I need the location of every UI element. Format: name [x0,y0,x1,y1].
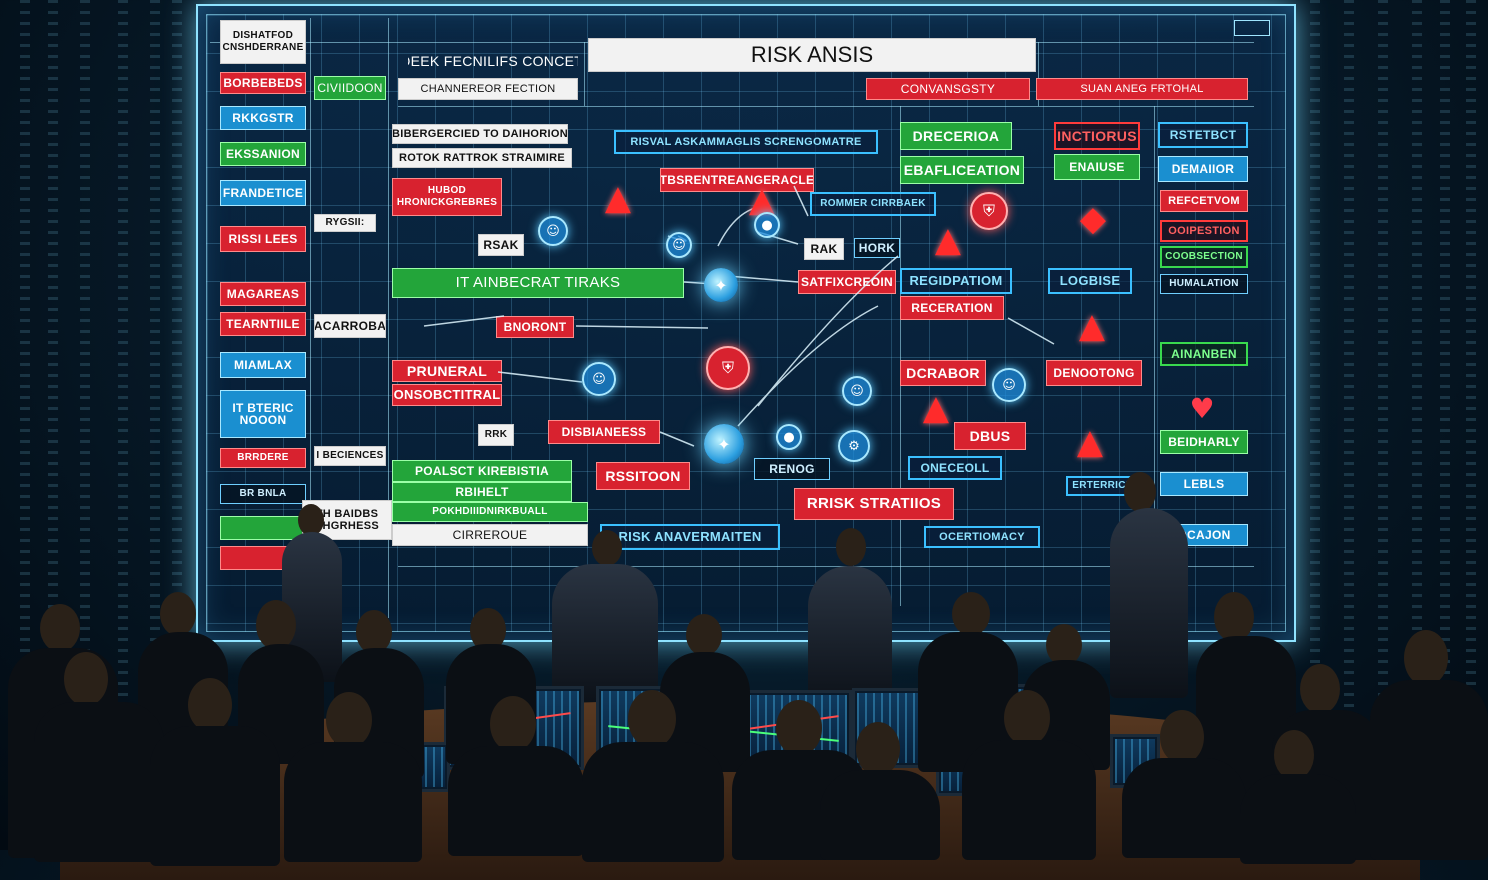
header-left-tile: DISHATFOD CNSHDERRANE [220,20,306,64]
left-item-9[interactable]: IT BTERIC NOOON [220,390,306,438]
left-item-7[interactable]: TEARNTIILE [220,312,306,336]
header-right-tag-2: SUAN ANEG FRTOHAL [1036,78,1248,100]
col2-item-1[interactable]: CIVIIDOON [314,76,386,100]
warning-triangle-icon: ▲ [604,178,632,218]
right-erterricie[interactable]: ERTERRICIE [1066,476,1142,496]
center-rak[interactable]: RAK [804,238,844,260]
window-control-icon [1234,20,1270,36]
warning-triangle-icon: ▲ [1076,422,1104,462]
left-item-2[interactable]: RKKGSTR [220,106,306,130]
person-node-icon: ☺ [582,362,616,396]
person-node-icon: ☺ [666,232,692,258]
shield-warning-icon: ◆ [1079,199,1107,239]
header-right-tag-1: CONVANSGSTY [866,78,1030,100]
col2-item-4[interactable]: I BECIENCES [314,446,386,466]
right-dcrabor[interactable]: DCRABOR [900,360,986,386]
left-item-12[interactable] [220,516,306,540]
left-item-6[interactable]: MAGAREAS [220,282,306,306]
far-right-6[interactable]: HUMALATION [1160,274,1248,294]
far-right-3[interactable]: REFCETVOM [1160,190,1248,212]
person-node-icon: ● [776,424,802,450]
right-denootong[interactable]: DENOOTONG [1046,360,1142,386]
background-data-streams [20,0,1476,850]
warning-triangle-icon: ▲ [1078,306,1106,346]
risk-analysis-display-wall: DISHATFOD CNSHDERRANE DEEK FECNILIFS CON… [196,4,1296,642]
center-hubod[interactable]: HUBOD HRONICKGREBRES [392,178,502,216]
right-onecroll[interactable]: ONECEOLL [908,456,1002,480]
center-rssitoon[interactable]: RSSITOON [596,462,690,490]
center-risk-anav[interactable]: RISK ANAVERMAITEN [600,524,780,550]
shield-icon: ⛨ [970,192,1008,230]
right-enaiuse[interactable]: ENAIUSE [1054,154,1140,180]
far-right-1[interactable]: RSTETBCT [1158,122,1248,148]
left-item-1[interactable]: BORBEBEDS [220,72,306,94]
shield-icon: ⛨ [706,346,750,390]
person-node-icon: ☺ [842,376,872,406]
center-it-ainbecrat[interactable]: IT AINBECRAT TIRAKS [392,268,684,298]
left-item-8[interactable]: MIAMLAX [220,352,306,378]
header-sub-label: CHANNEREOR FECTION [398,78,578,100]
person-node-icon: ⚙ [838,430,870,462]
center-poalsct[interactable]: POALSCT KIREBISTIA [392,460,572,482]
left-item-3[interactable]: EKSSANION [220,142,306,166]
center-rotok[interactable]: ROTOK RATTROK STRAIMIRE [392,148,572,168]
center-rival[interactable]: RISVAL ASKAMMAGLIS SCRENGOMATRE [614,130,878,154]
right-registation[interactable]: REGIDPATIOM [900,268,1012,294]
center-rrisk-strat[interactable]: RRISK STRATIIOS [794,488,954,520]
col2-item-2[interactable]: RYGSII: [314,214,376,232]
warning-triangle-icon: ▲ [922,388,950,428]
far-right-7[interactable]: AINANBEN [1160,342,1248,366]
col2-item-3[interactable]: ACARROBA [314,314,386,338]
warning-triangle-icon: ▲ [934,220,962,260]
globe-network-icon: ✦ [704,424,744,464]
right-logbise[interactable]: LOGBISE [1048,268,1132,294]
center-hork[interactable]: HORK [854,238,900,258]
center-pruneral[interactable]: PRUNERAL [392,360,502,382]
far-right-5[interactable]: COOBSECTION [1160,246,1248,268]
right-dreceierioa[interactable]: DRECERIOA [900,122,1012,150]
center-rbihelt[interactable]: RBIHELT [392,482,572,502]
globe-network-icon: ✦ [704,268,738,302]
center-cirreroue[interactable]: CIRREROUE [392,524,588,546]
center-rsak[interactable]: RSAK [478,234,524,256]
center-reno[interactable]: RENOG [754,458,830,480]
right-receration[interactable]: RECERATION [900,296,1004,320]
center-bibergercied[interactable]: BIBERGERCIED TO DAIHORION [392,124,568,144]
far-right-9[interactable]: LEBLS [1160,472,1248,496]
far-right-4[interactable]: OOIPESTION [1160,220,1248,242]
heart-icon: ♥ [1189,391,1215,425]
center-disbianeess[interactable]: DISBIANEESS [548,420,660,444]
person-node-icon: ● [754,212,780,238]
right-ocertnomacy[interactable]: OCERTIOMACY [924,526,1040,548]
center-onsobctitral[interactable]: ONSOBCTITRAL [392,384,502,406]
center-tbsrent[interactable]: TBSRENTREANGERACLE [660,168,814,192]
page-title: RISK ANSIS [588,38,1036,72]
far-right-2[interactable]: DEMAIIOR [1158,156,1248,182]
person-node-icon: ☺ [538,216,568,246]
left-item-5[interactable]: RISSI LEES [220,226,306,252]
far-right-8[interactable]: BEIDHARLY [1160,430,1248,454]
right-dbus[interactable]: DBUS [954,422,1026,450]
right-inctiorus[interactable]: INCTIORUS [1054,122,1140,150]
center-rommer[interactable]: ROMMER CIRRBAEK [810,192,936,216]
left-item-4[interactable]: FRANDETICE [220,180,306,206]
center-pokhd[interactable]: POKHDIIIDNIRKBUALL [392,502,588,522]
header-concept-label: DEEK FECNILIFS CONCET: [408,53,578,69]
person-node-icon: ☺ [992,368,1026,402]
left-item-10[interactable]: BRRDERE [220,448,306,468]
center-satfixcreion[interactable]: SATFIXCREOIN [798,270,896,294]
left-item-11[interactable]: BR BNLA [220,484,306,504]
center-bnoront[interactable]: BNORONT [496,316,574,338]
center-rrk[interactable]: RRK [478,424,514,446]
right-ebaflication[interactable]: EBAFLICEATION [900,156,1024,184]
